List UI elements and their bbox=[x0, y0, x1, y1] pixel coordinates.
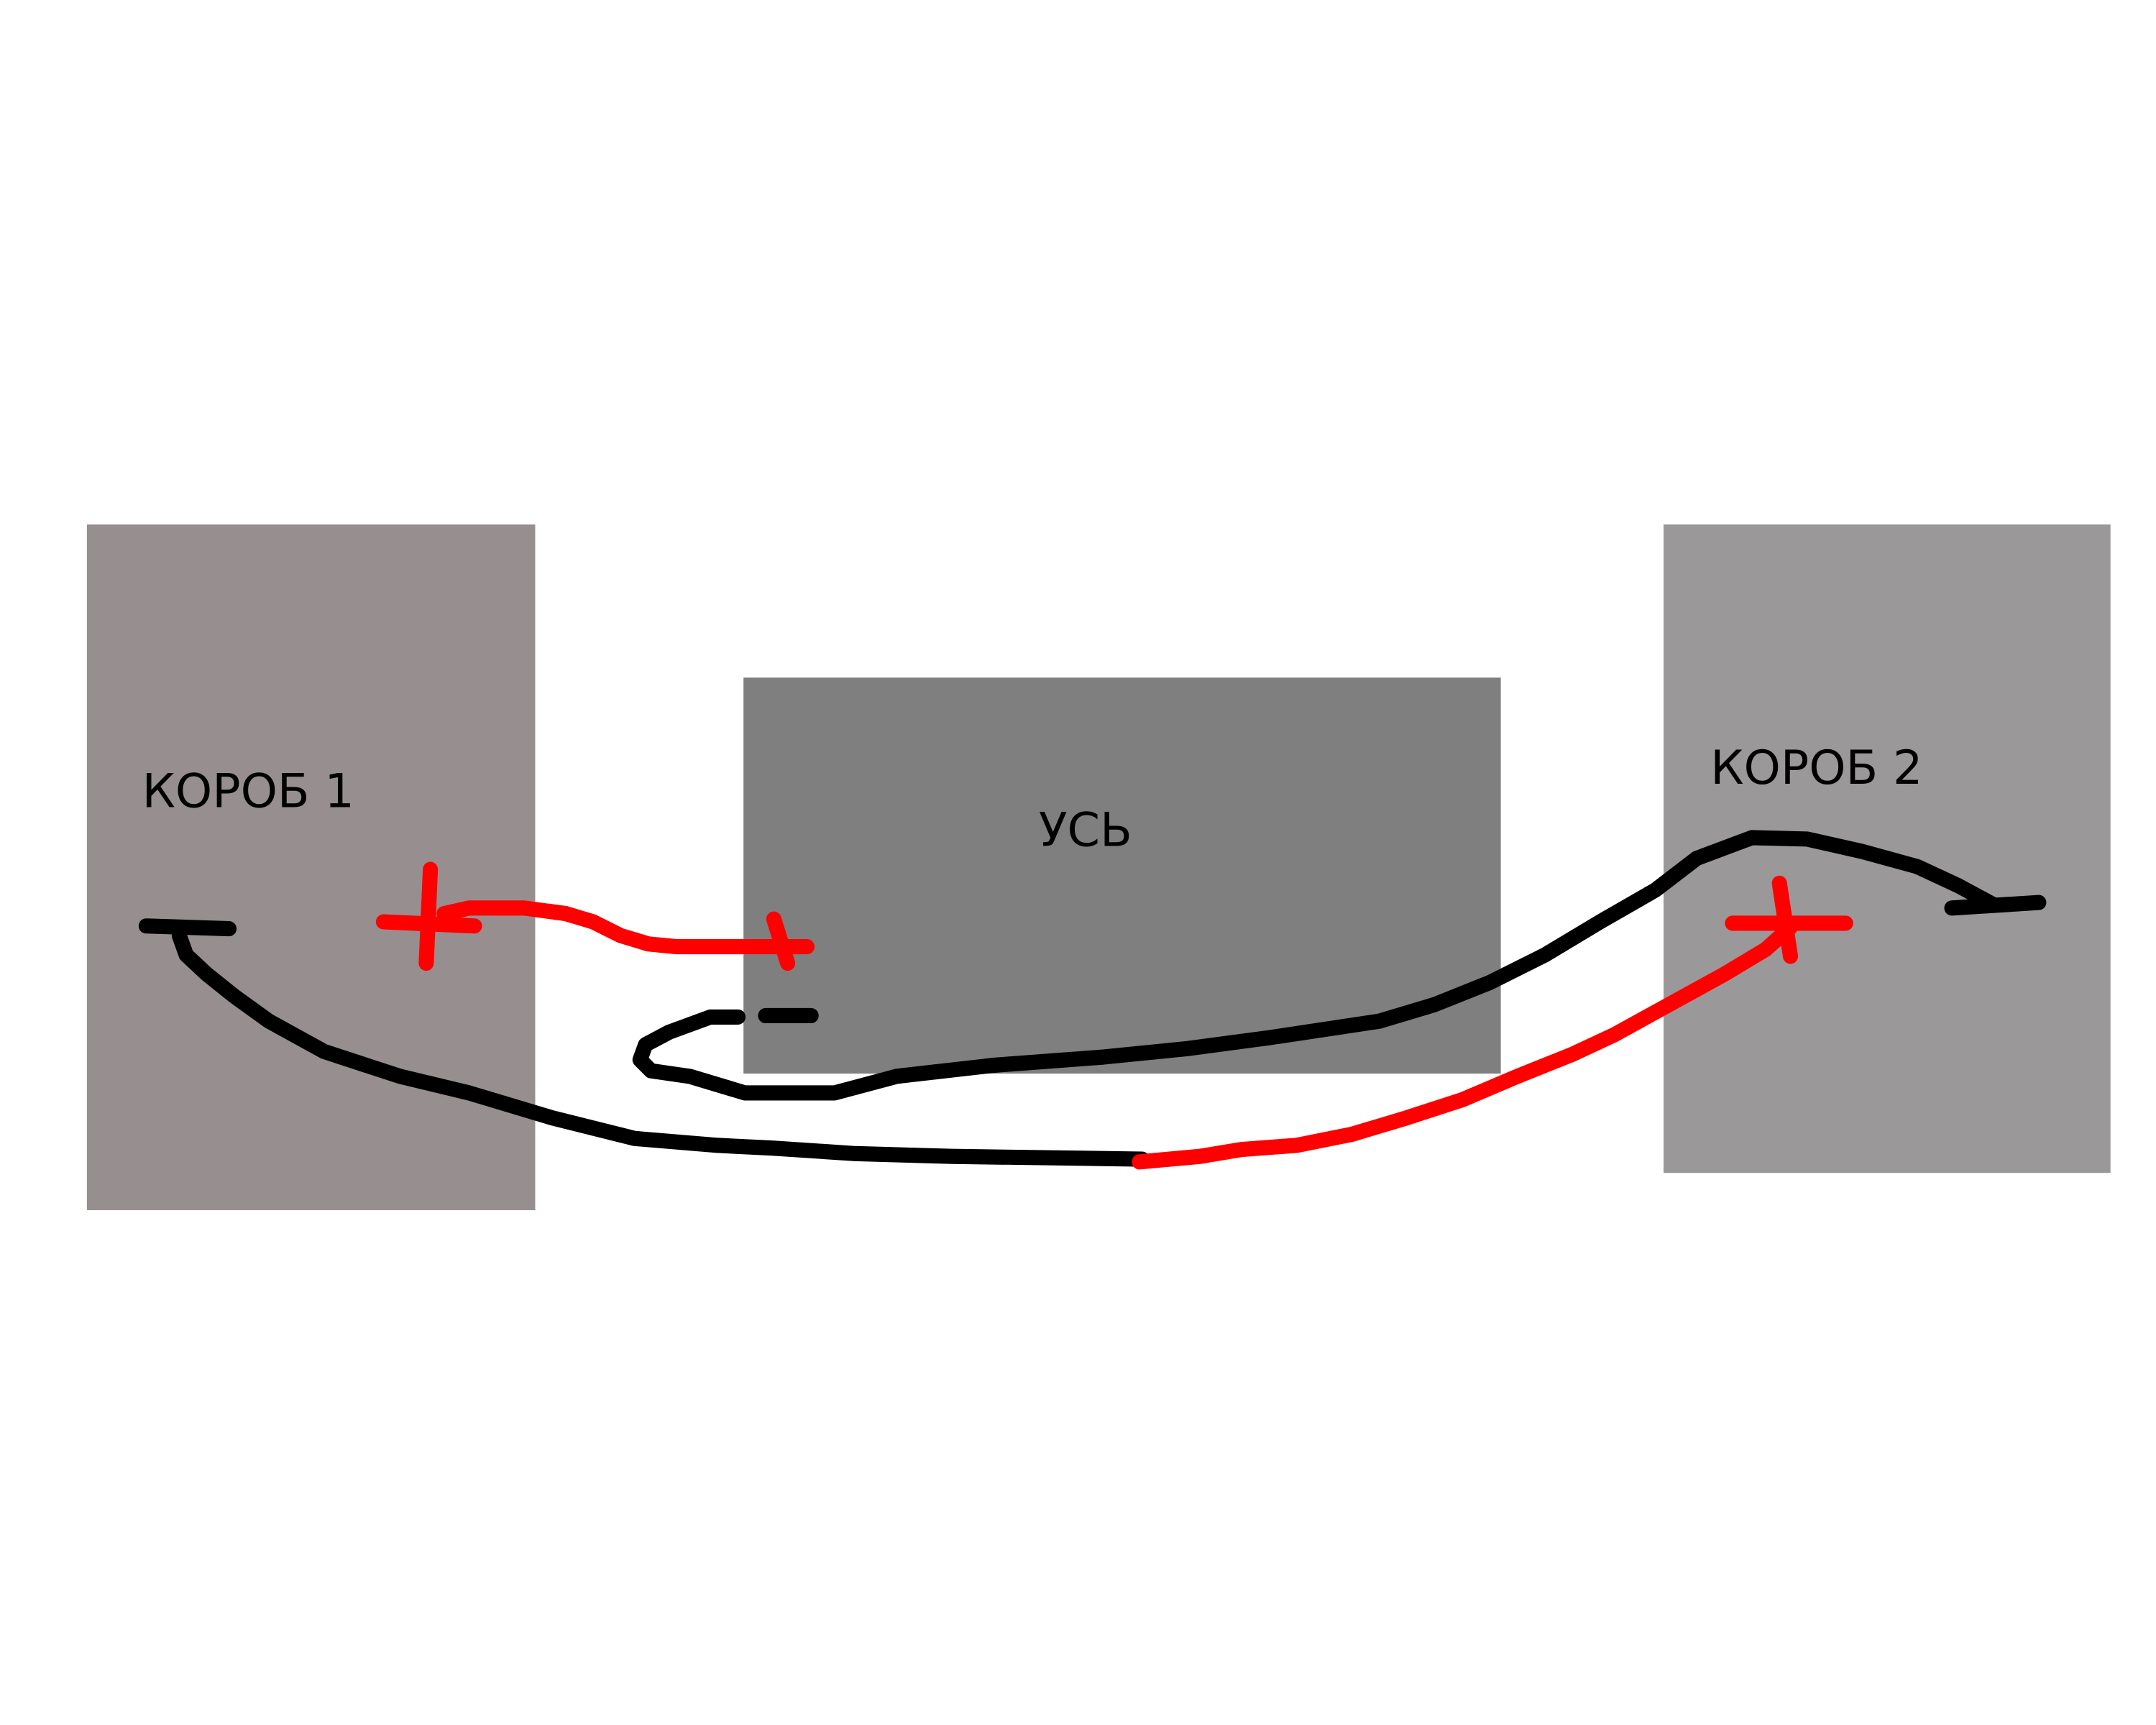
box-center-label: УСЬ bbox=[1039, 802, 1132, 857]
box-1-plus-vertical bbox=[418, 861, 439, 971]
positive-wire-box2 bbox=[1132, 920, 1799, 1170]
box-2-label: КОРОБ 2 bbox=[1710, 741, 1922, 795]
box-center bbox=[743, 677, 1501, 1074]
positive-wire-box1-center bbox=[436, 900, 815, 955]
box-1-minus-sign bbox=[138, 918, 237, 937]
center-plus-vertical bbox=[766, 911, 796, 971]
box-1-label: КОРОБ 1 bbox=[142, 764, 354, 819]
box-2-minus-sign bbox=[1944, 894, 2047, 916]
box-2-plus-vertical bbox=[1771, 875, 1799, 964]
box-1 bbox=[86, 524, 536, 1211]
negative-wire-box1 bbox=[171, 928, 1150, 1167]
negative-wire-center-box2 bbox=[632, 830, 2003, 1101]
